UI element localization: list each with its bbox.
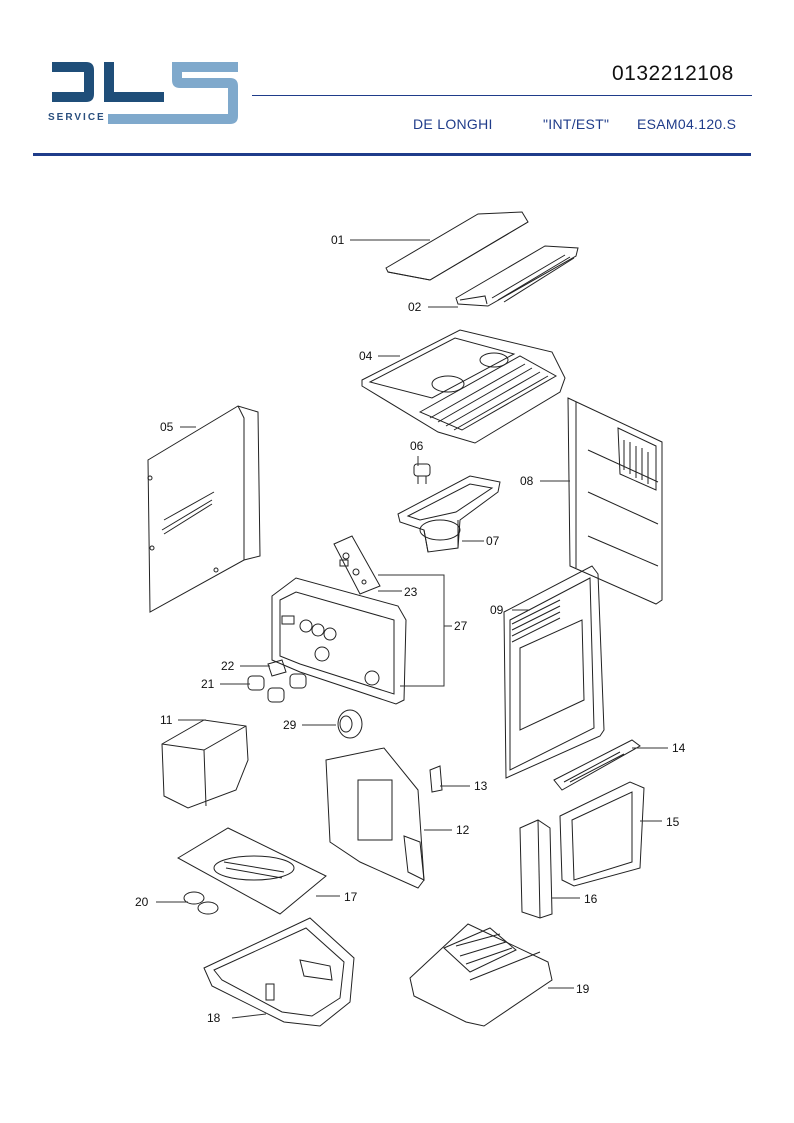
label-21: 21 [201,677,215,691]
label-02: 02 [408,300,422,314]
label-15: 15 [666,815,680,829]
part-07-water-tray [397,475,501,553]
part-09-front-panel [503,565,605,779]
label-14: 14 [672,741,686,755]
part-06-knob [413,463,431,484]
label-19: 19 [576,982,590,996]
market-code: "INT/EST" [543,116,610,132]
brand-name: DE LONGHI [413,116,493,132]
part-12-front-door [325,747,425,889]
part-code: 0132212108 [612,62,734,85]
part-20-feet [183,891,219,915]
part-21-knobs [247,673,307,703]
part-02-grid-cover [455,245,579,307]
part-17-drip-plate [176,827,327,915]
label-22: 22 [221,659,235,673]
part-23-circuit-board [333,535,381,595]
part-08-right-side-panel [567,397,663,605]
part-14-grid [553,739,641,791]
part-05-left-side-panel [147,405,261,613]
label-06: 06 [410,439,424,453]
model-number: ESAM04.120.S [637,116,737,132]
part-labels: 01 02 04 05 06 07 08 09 11 12 13 14 15 1… [135,233,686,1025]
part-01-top-lid [385,211,529,281]
part-27-control-panel [271,577,407,705]
label-29: 29 [283,718,297,732]
label-12: 12 [456,823,470,837]
part-19-base-frame [409,923,553,1027]
label-13: 13 [474,779,488,793]
label-17: 17 [344,890,358,904]
label-27: 27 [454,619,468,633]
part-11-grounds-container [161,719,249,809]
label-09: 09 [490,603,504,617]
label-01: 01 [331,233,345,247]
part-22-clip [267,659,287,677]
leader-lines [156,239,668,1019]
part-15-drip-tray-container [559,781,645,887]
part-29-dial-knob [337,709,363,739]
part-16-cover [519,819,553,919]
label-05: 05 [160,420,174,434]
label-04: 04 [359,349,373,363]
part-18-drip-tray-base [203,917,355,1027]
dls-logo [52,62,238,124]
label-08: 08 [520,474,534,488]
label-20: 20 [135,895,149,909]
header-rule-bottom [33,153,751,156]
logo-text: SERVICE [48,112,106,123]
label-23: 23 [404,585,418,599]
label-18: 18 [207,1011,221,1025]
part-04-top-frame [361,329,566,444]
label-11: 11 [160,713,173,727]
label-07: 07 [486,534,500,548]
header-rule-top [252,95,752,96]
part-13-hinge [429,765,443,793]
label-16: 16 [584,892,598,906]
